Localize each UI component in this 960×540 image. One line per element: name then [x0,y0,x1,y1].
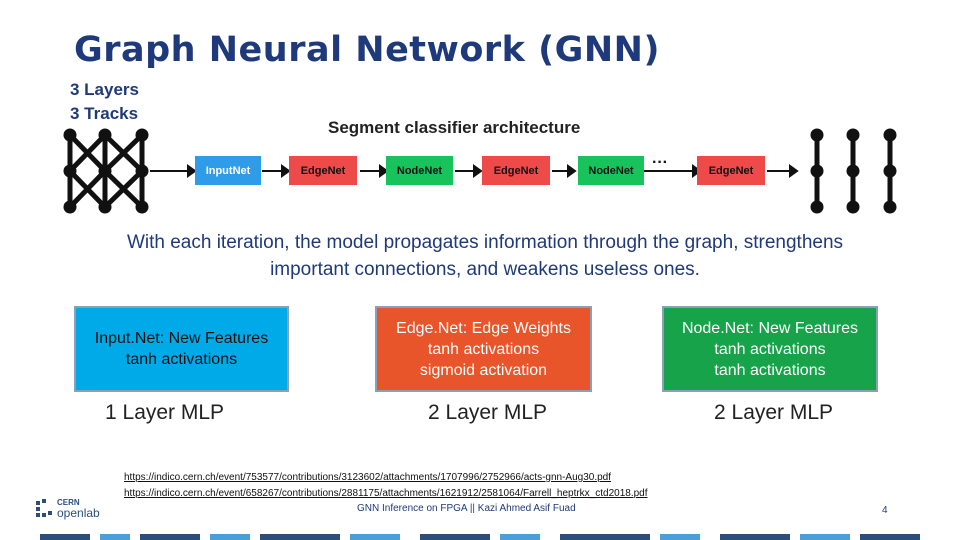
logo-cern-text: CERN [57,498,80,507]
page-number: 4 [882,505,888,516]
nodenet-description-box: Node.Net: New Features tanh activations … [662,306,878,392]
inputnet-line1: Input.Net: New Features [94,330,269,347]
architecture-heading: Segment classifier architecture [328,118,581,137]
cern-openlab-logo-icon [36,499,52,517]
reference-link-2[interactable]: https://indico.cern.ch/event/658267/cont… [124,488,648,499]
nodenet-line2: tanh activations [714,340,826,358]
nodenet-block-1: NodeNet [386,156,453,185]
output-graph-icon [810,128,897,214]
edgenet-block-3: EdgeNet [697,156,765,185]
inputnet-line2: tanh activations [125,351,238,368]
nodenet-line1: Node.Net: New Features [681,319,859,337]
logo-openlab-text: openlab [57,506,100,520]
edgenet-mlp-label: 2 Layer MLP [428,401,548,424]
inputnet-description-box: Input.Net: New Features tanh activations [74,306,289,392]
edgenet-block-2: EdgeNet [482,156,550,185]
info-tracks: 3 Tracks [70,104,139,123]
inputnet-mlp-label: 1 Layer MLP [105,401,225,424]
nodenet-mlp-label: 2 Layer MLP [714,401,834,424]
edgenet-line2: tanh activations [427,340,540,358]
info-layers: 3 Layers [70,80,139,99]
edgenet-line3: sigmoid activation [419,361,548,379]
bottom-decoration [40,534,920,540]
edgenet-description-box: Edge.Net: Edge Weights tanh activations … [375,306,592,392]
edgenet-block-1: EdgeNet [289,156,357,185]
edgenet-line1: Edge.Net: Edge Weights [396,319,571,337]
nodenet-block-2: NodeNet [578,156,644,185]
slide-title: Graph Neural Network (GNN) [74,30,660,70]
input-graph-icon [63,128,149,214]
inputnet-block: InputNet [195,156,261,185]
nodenet-line3: tanh activations [714,361,826,379]
footer-text: GNN Inference on FPGA || Kazi Ahmed Asif… [357,503,576,514]
ellipsis: ··· [652,154,668,171]
caption: With each iteration, the model propagate… [126,232,844,280]
reference-link-1[interactable]: https://indico.cern.ch/event/753577/cont… [124,472,612,483]
